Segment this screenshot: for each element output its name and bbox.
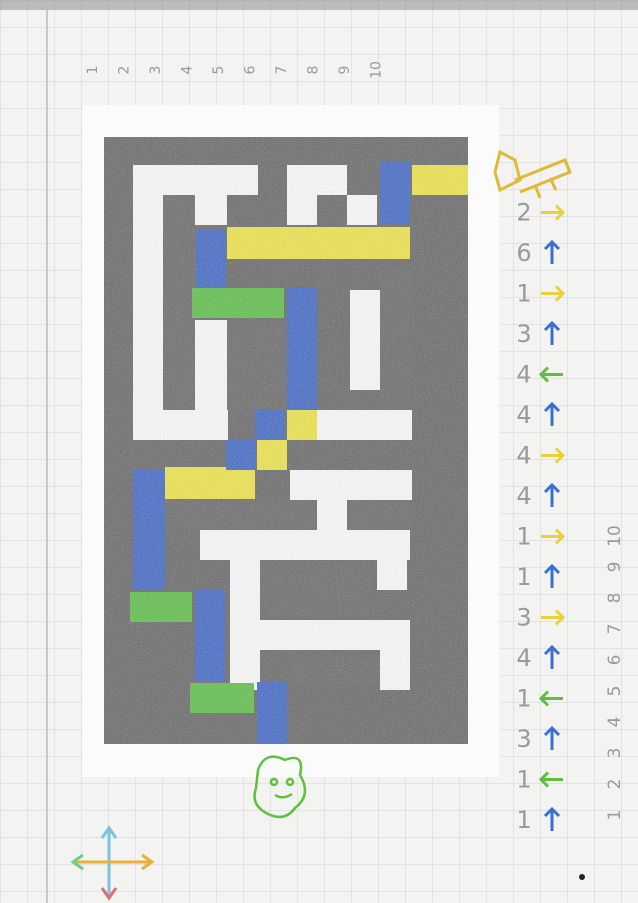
instruction-count: 4 [516,361,531,389]
top-ruler-number: 4 [180,65,196,74]
right-ruler-number: 2 [605,779,625,790]
instruction-count: 3 [516,320,531,348]
instruction-count: 1 [516,685,531,713]
right-ruler-number: 6 [605,655,625,666]
top-ruler-number: 6 [243,65,259,74]
instruction-count: 3 [516,725,531,753]
instruction-count: 4 [516,644,531,672]
right-ruler-number: 3 [605,748,625,759]
top-ruler-number: 8 [306,66,322,75]
right-ruler-number: 5 [605,686,625,697]
top-ruler-number: 3 [148,66,164,75]
ink-dot [579,874,585,880]
top-ruler-number: 2 [117,66,133,75]
top-ruler-number: 7 [274,66,290,75]
instruction-count: 1 [516,806,531,834]
right-ruler-number: 4 [605,717,625,728]
instruction-count: 2 [516,199,531,227]
instruction-count: 3 [516,604,531,632]
top-ruler-number: 9 [337,66,353,75]
maze [104,137,468,744]
top-shadow [0,0,638,10]
instruction-count: 4 [516,482,531,510]
instruction-count: 6 [516,239,531,267]
top-ruler-number: 5 [211,66,227,75]
right-ruler-number: 8 [605,593,625,604]
instruction-count: 4 [516,401,531,429]
instruction-count: 1 [516,766,531,794]
top-ruler-number: 1 [85,66,101,75]
instruction-count: 1 [516,563,531,591]
right-ruler-number: 9 [605,562,625,573]
instruction-count: 4 [516,442,531,470]
right-ruler-number: 10 [605,525,625,547]
instruction-count: 1 [516,280,531,308]
right-ruler-number: 1 [605,810,625,821]
right-ruler-number: 7 [605,624,625,635]
instruction-count: 1 [516,523,531,551]
top-ruler-number: 10 [369,61,385,79]
